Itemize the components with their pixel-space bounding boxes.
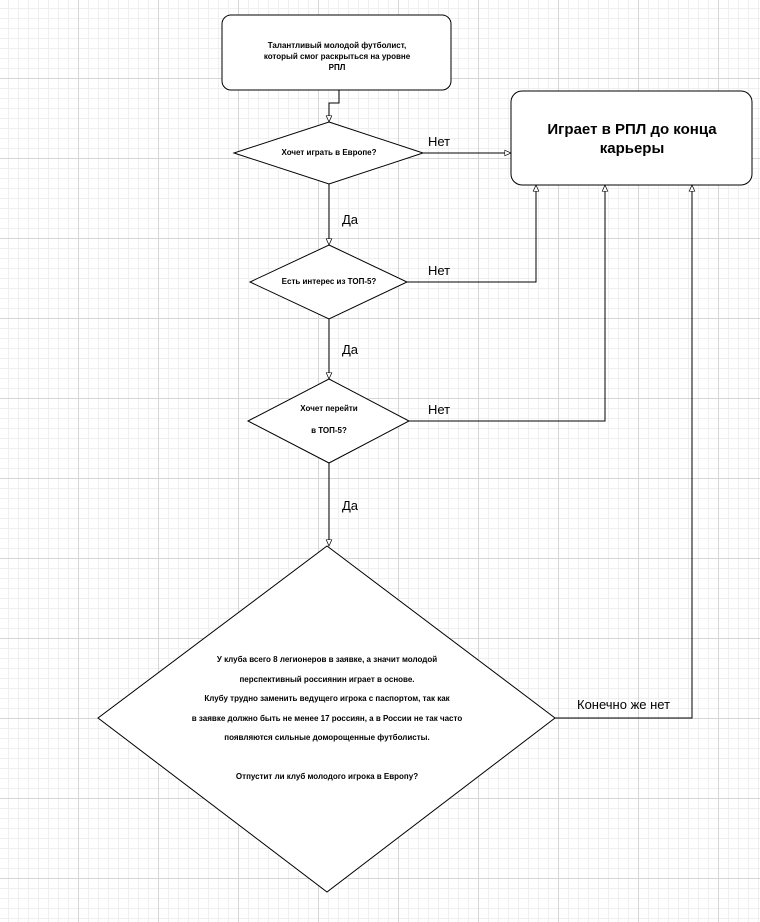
edge-label-q1-yes: Да <box>342 212 359 227</box>
edge-q4-no <box>555 185 692 719</box>
edge-label-q2-yes: Да <box>342 342 359 357</box>
end-node-text: Играет в РПЛ до конца карьеры <box>547 121 717 157</box>
q4-line <box>157 748 497 768</box>
edge-label-q1-no: Нет <box>428 134 451 149</box>
q1-text: Хочет играть в Европе? <box>281 148 377 157</box>
q4-line: в заявке должно быть не менее 17 россиян… <box>191 713 463 723</box>
edge-label-q4-no: Конечно же нет <box>577 697 671 712</box>
edge-q2-no <box>407 185 536 283</box>
q4-line: Клубу трудно заменить ведущего игрока с … <box>204 694 450 703</box>
end-node[interactable] <box>510 90 753 186</box>
q4-line: Отпустит ли клуб молодого игрока в Европ… <box>235 772 419 781</box>
edge-start-q1 <box>329 90 340 122</box>
q4-text: У клуба всего 8 легионеров в заявке, а з… <box>157 650 497 787</box>
q2-text: Есть интерес из ТОП-5? <box>281 277 377 286</box>
start-node[interactable] <box>221 14 452 91</box>
q3-text-line1: Хочет перейти <box>300 404 358 413</box>
edge-label-q3-no: Нет <box>428 402 451 417</box>
edge-label-q2-no: Нет <box>428 263 451 278</box>
q4-line: перспективный россиянин играет в основе. <box>239 674 415 684</box>
q4-line: У клуба всего 8 легионеров в заявке, а з… <box>216 655 438 664</box>
decision-q4[interactable] <box>97 545 556 893</box>
edge-label-q3-yes: Да <box>342 498 359 513</box>
start-node-text: Талантливый молодой футболист, который с… <box>263 41 411 72</box>
q4-line: появляются сильные доморощенные футболис… <box>224 733 430 742</box>
q3-text-line2: в ТОП-5? <box>311 426 347 435</box>
q3-text: Хочет перейти в ТОП-5? <box>269 403 389 437</box>
edge-q3-no <box>409 185 605 422</box>
